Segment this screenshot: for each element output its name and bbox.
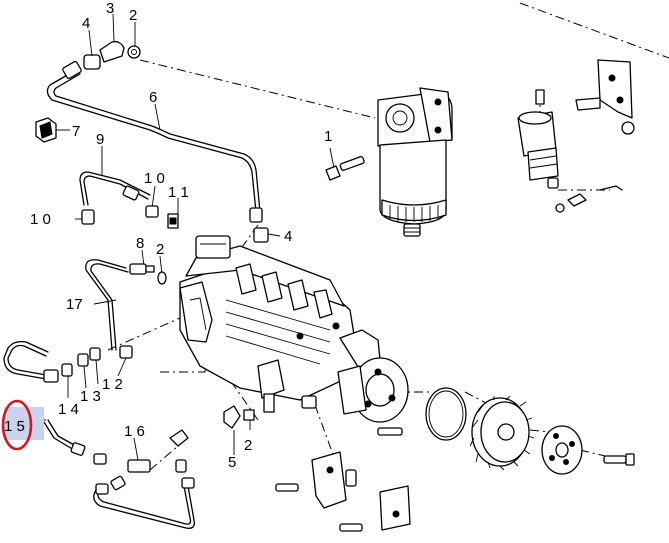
callout-5: 5 — [228, 454, 236, 471]
callout-4-top: 4 — [82, 15, 90, 32]
fuel-line-9 — [79, 171, 151, 206]
flange-plate — [541, 425, 635, 475]
callout-2-mid: 2 — [156, 241, 164, 258]
bolt-8 — [129, 263, 167, 285]
stop-solenoid-assembly — [517, 59, 635, 213]
callout-7: 7 — [72, 123, 80, 140]
callout-2-top: 2 — [129, 7, 137, 24]
banjo-fitting-3 — [83, 40, 141, 70]
callout-11: 1 1 — [168, 184, 189, 201]
drive-gear — [469, 395, 535, 471]
fuel-line-17 — [85, 259, 129, 351]
callout-13: 1 3 — [80, 388, 101, 405]
callout-labels: 4 3 2 6 7 1 9 1 0 1 1 1 0 4 8 2 17 1 2 1… — [4, 0, 332, 471]
fuel-filter-1 — [325, 87, 453, 237]
callout-9: 9 — [96, 131, 104, 148]
fuel-line-15 — [3, 340, 86, 456]
callout-4-mid: 4 — [284, 228, 292, 245]
clip-7 — [35, 117, 57, 143]
fuel-line-6 — [46, 60, 263, 223]
fitting-16 — [93, 437, 151, 473]
callout-12: 1 2 — [102, 376, 123, 393]
callout-10-upper: 1 0 — [144, 170, 165, 187]
fitting-4-mid — [253, 227, 269, 243]
callout-8: 8 — [136, 235, 144, 252]
callout-15: 1 5 — [4, 418, 25, 435]
callout-1: 1 — [324, 128, 332, 145]
gasket-ring — [425, 387, 467, 441]
callout-17: 17 — [66, 296, 83, 313]
callout-10-left: 1 0 — [30, 211, 51, 228]
callout-15-highlight — [1, 399, 46, 451]
bracket-lower — [275, 451, 411, 532]
callout-2-bottom: 2 — [244, 437, 252, 454]
lower-fittings-2-5 — [223, 359, 285, 455]
callout-16: 1 6 — [124, 423, 145, 440]
callout-3: 3 — [106, 0, 114, 17]
nut-10-left — [81, 209, 95, 225]
fitting-10-11 — [145, 205, 179, 229]
callout-14: 1 4 — [58, 401, 79, 418]
fittings-12-13-14 — [61, 345, 133, 398]
fitting-elbow-5 — [169, 429, 189, 473]
drive-hub — [301, 357, 409, 436]
callout-6: 6 — [149, 89, 157, 106]
fuel-line-bottom — [93, 475, 195, 529]
